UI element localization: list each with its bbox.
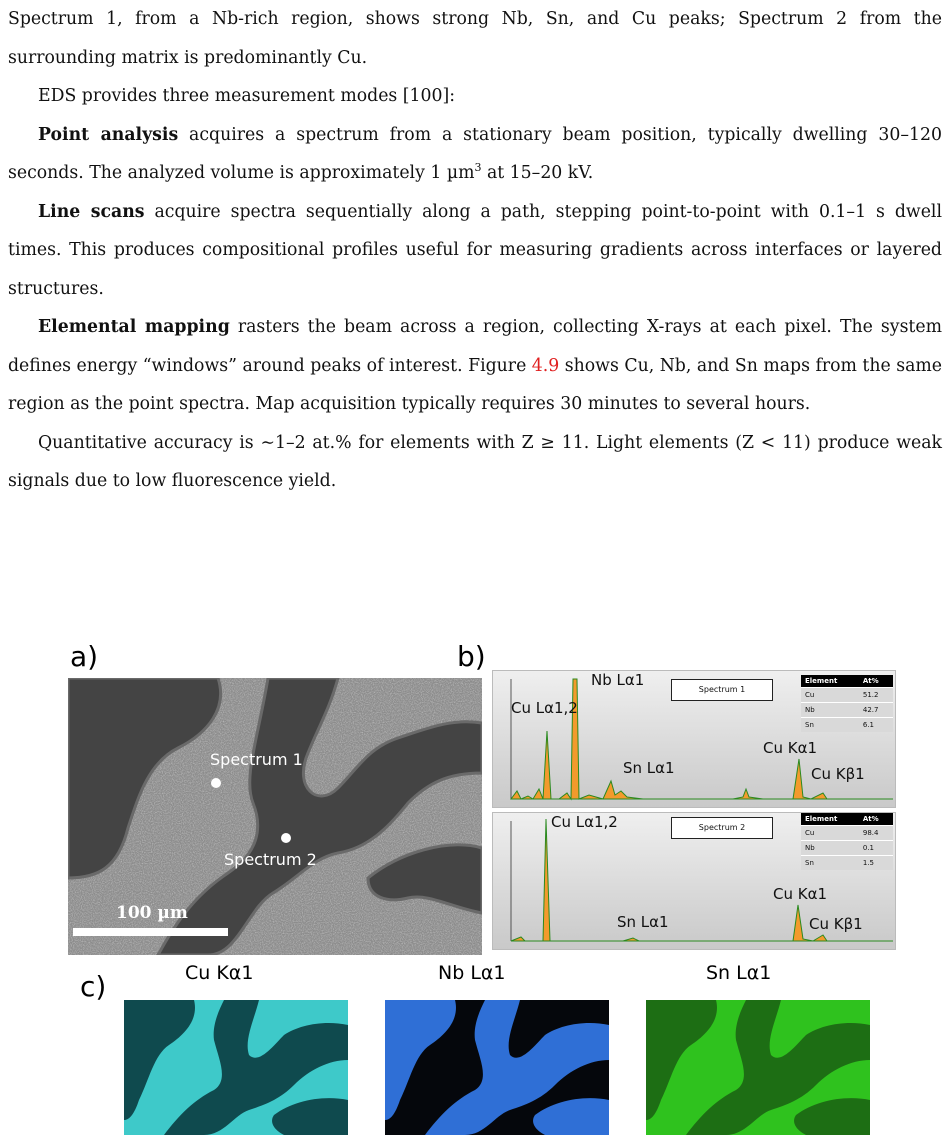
table-cell: 98.4: [858, 825, 893, 841]
text-span: shows Cu, Nb, and Sn maps from the same …: [8, 355, 942, 415]
panel-label-b: b): [457, 640, 486, 673]
table-cell: Sn: [801, 855, 859, 870]
spectrum-1-title-box: Spectrum 1: [671, 679, 773, 701]
table-header: At%: [858, 675, 893, 688]
text-span: acquires a spectrum from a stationary be…: [8, 124, 942, 184]
paragraph-line-scans: Line scans acquire spectra sequentially …: [8, 193, 942, 309]
spectrum-2-plot: [510, 818, 893, 942]
peak-label: Sn Lα1: [617, 913, 669, 931]
spectrum-2-label: Spectrum 2: [224, 850, 317, 869]
term-line-scans: Line scans: [38, 201, 145, 222]
table-cell: Cu: [801, 825, 859, 841]
table-cell: Nb: [801, 702, 859, 718]
table-cell: 1.5: [858, 855, 893, 870]
spectrum-2-panel: Cu Lα1,2 Sn Lα1 Cu Kα1 Cu Kβ1 Spectrum 2…: [492, 812, 896, 950]
peak-label: Cu Kα1: [763, 739, 818, 757]
peak-label: Nb Lα1: [591, 671, 645, 689]
term-elemental-mapping: Elemental mapping: [38, 317, 230, 337]
spectrum-1-label: Spectrum 1: [210, 750, 303, 769]
body-text: Spectrum 1, from a Nb-rich region, shows…: [8, 0, 942, 501]
table-cell: Nb: [801, 840, 859, 856]
sem-image: Spectrum 1 Spectrum 2 100 µm: [68, 678, 482, 955]
map-cu: [124, 1000, 348, 1135]
peak-label: Cu Lα1,2: [551, 813, 618, 831]
text-span: rasters the beam across a region, collec…: [8, 317, 942, 376]
spectrum-2-title-box: Spectrum 2: [671, 817, 773, 839]
scale-bar: [73, 928, 228, 936]
text-span: acquire spectra sequentially along a pat…: [8, 201, 942, 299]
peak-label: Sn Lα1: [623, 759, 675, 777]
map-nb: [385, 1000, 609, 1135]
map-sn: [646, 1000, 870, 1135]
panel-label-a: a): [70, 640, 99, 673]
spectrum-2-marker: [281, 833, 291, 843]
paragraph-elemental-mapping: Elemental mapping rasters the beam acros…: [8, 308, 942, 424]
sem-micrograph: [68, 678, 482, 955]
table-header: At%: [858, 813, 893, 826]
scale-bar-label: 100 µm: [116, 903, 188, 923]
peak-label: Cu Kβ1: [809, 915, 863, 933]
peak-label: Cu Lα1,2: [511, 699, 578, 717]
map-title-cu: Cu Kα1: [185, 962, 254, 984]
text-span: at 15–20 kV.: [481, 163, 594, 183]
term-point-analysis: Point analysis: [38, 124, 179, 145]
map-title-nb: Nb Lα1: [438, 962, 506, 984]
peak-label: Cu Kβ1: [811, 765, 865, 783]
eds-spectra: Nb Lα1 Cu Lα1,2 Sn Lα1 Cu Kα1 Cu Kβ1 Spe…: [492, 670, 896, 950]
sn-map-image: [646, 1000, 870, 1135]
cu-map-image: [124, 1000, 348, 1135]
table-header: Element: [801, 675, 859, 688]
table-cell: Sn: [801, 717, 859, 732]
peak-label: Cu Kα1: [773, 885, 828, 903]
map-title-sn: Sn Lα1: [706, 962, 772, 984]
spectrum-1-marker: [211, 778, 221, 788]
panel-label-c: c): [80, 970, 107, 1003]
paragraph-point-analysis: Point analysis acquires a spectrum from …: [8, 116, 942, 193]
spectrum-1-panel: Nb Lα1 Cu Lα1,2 Sn Lα1 Cu Kα1 Cu Kβ1 Spe…: [492, 670, 896, 808]
table-header: Element: [801, 813, 859, 826]
superscript: 3: [474, 161, 482, 175]
table-cell: Cu: [801, 687, 859, 703]
table-cell: 42.7: [858, 702, 893, 718]
nb-map-image: [385, 1000, 609, 1135]
table-cell: 51.2: [858, 687, 893, 703]
paragraph-1: Spectrum 1, from a Nb-rich region, shows…: [8, 9, 942, 68]
paragraph-accuracy: Quantitative accuracy is ∼1–2 at.% for e…: [8, 432, 942, 492]
table-cell: 0.1: [858, 840, 893, 856]
spectrum-1-plot: [510, 678, 893, 801]
figure-reference-link[interactable]: 4.9: [531, 355, 560, 376]
table-cell: 6.1: [858, 717, 893, 732]
paragraph-2: EDS provides three measurement modes [10…: [38, 86, 456, 106]
figure-4-9: a) b) c) Spectrum 1 Spectrum 2: [0, 640, 948, 1135]
